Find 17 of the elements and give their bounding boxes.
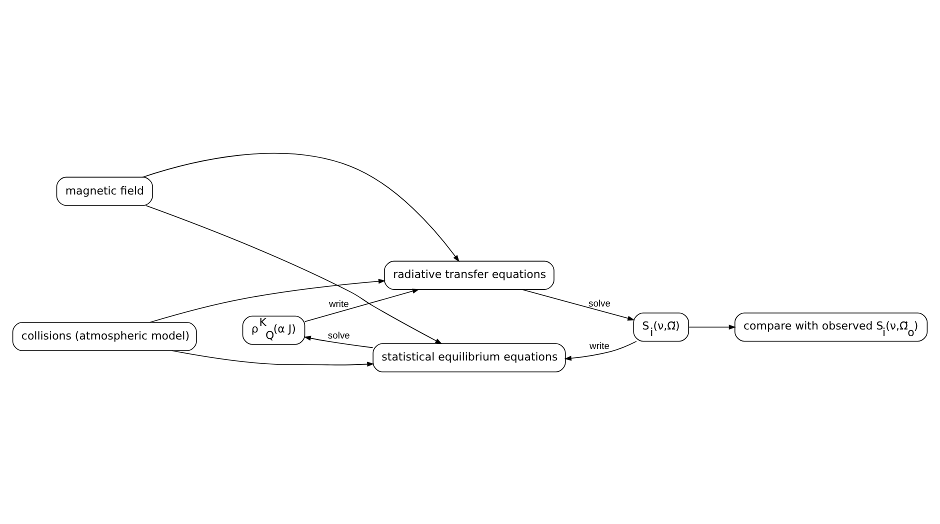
arrow [149, 278, 386, 322]
arrow [522, 288, 635, 320]
arrow [142, 152, 460, 262]
arrow [304, 288, 420, 322]
edge-label: solve [588, 296, 610, 308]
arrow [564, 340, 637, 360]
arrow [145, 204, 442, 344]
arrow [171, 350, 374, 366]
edge-label: write [328, 298, 349, 309]
arrow [304, 335, 374, 348]
node-box: radiative transfer equations [384, 260, 554, 290]
edge-label: write [590, 339, 610, 350]
node-box: collisions (atmospheric model) [12, 322, 197, 351]
node-box: statistical equilibrium equations [372, 342, 566, 372]
edge-label: solve [328, 329, 350, 340]
node-box: magnetic field [56, 176, 153, 206]
arrow [688, 324, 736, 330]
